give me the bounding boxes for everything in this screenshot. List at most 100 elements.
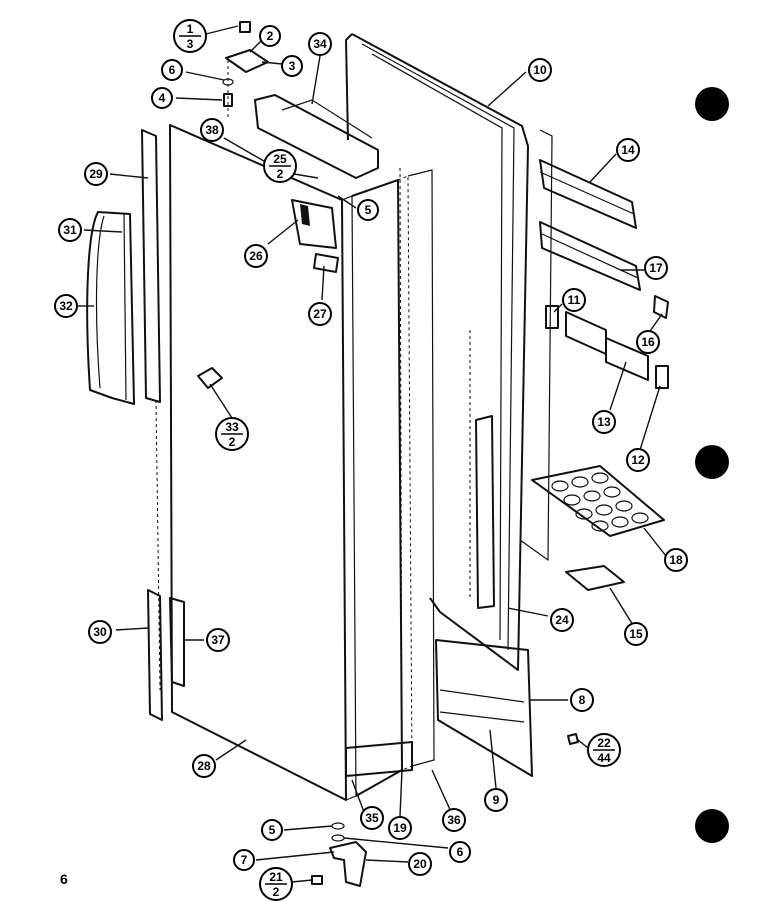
callout-19: 19 [388,816,412,840]
callout-14: 14 [616,138,640,162]
svg-text:32: 32 [59,299,73,313]
svg-text:1: 1 [187,22,194,36]
callout-5-bottom: 5 [261,819,283,841]
cabinet-frame [345,33,553,777]
binder-hole-top [695,87,729,121]
svg-text:36: 36 [447,813,461,827]
callout-29: 29 [84,162,108,186]
binder-hole-bottom [695,809,729,843]
svg-text:17: 17 [649,261,663,275]
callout-37: 37 [206,628,230,652]
callout-24: 24 [550,608,574,632]
svg-text:35: 35 [365,811,379,825]
callout-10: 10 [528,58,552,82]
svg-text:12: 12 [631,453,645,467]
svg-text:31: 31 [63,223,77,237]
svg-text:13: 13 [597,415,611,429]
svg-text:3: 3 [289,59,296,73]
egg-tray [531,465,665,537]
door-edge-pieces [86,129,185,721]
callout-30: 30 [88,620,112,644]
callout-38: 38 [200,118,224,142]
svg-text:15: 15 [629,627,643,641]
callout-3: 3 [281,55,303,77]
svg-text:2: 2 [229,435,236,449]
door-cam [291,199,339,273]
svg-text:33: 33 [225,420,239,434]
callout-32: 32 [54,294,78,318]
callout-16: 16 [636,330,660,354]
svg-text:29: 29 [89,167,103,181]
door-bottom-trim [345,741,413,777]
callout-4: 4 [151,87,173,109]
callout-8: 8 [570,688,594,712]
svg-text:37: 37 [211,633,225,647]
callout-11: 11 [562,288,586,312]
svg-text:5: 5 [365,203,372,217]
svg-text:9: 9 [493,793,500,807]
butter-dish [565,565,625,591]
callout-35: 35 [360,806,384,830]
svg-text:2: 2 [277,167,284,181]
svg-text:21: 21 [269,870,283,884]
svg-text:28: 28 [197,759,211,773]
callout-20: 20 [408,852,432,876]
callout-13: 13 [592,410,616,434]
door-handle [86,211,135,405]
svg-text:25: 25 [273,152,287,166]
svg-text:6: 6 [457,845,464,859]
brackets [545,295,669,389]
callout-5: 5 [357,199,379,221]
bottom-hinge [311,822,367,887]
callout-2: 2 [259,25,281,47]
callout-9: 9 [484,788,508,812]
svg-text:14: 14 [621,143,635,157]
leader-lines [78,25,667,883]
gasket-strip-37 [169,597,185,687]
svg-text:24: 24 [555,613,569,627]
callout-33-2: 332 [215,417,249,451]
plug-33 [197,367,223,389]
svg-text:8: 8 [579,693,586,707]
callout-6: 6 [161,59,183,81]
callout-6-bottom: 6 [449,841,471,863]
callout-34: 34 [308,32,332,56]
svg-text:30: 30 [93,625,107,639]
screw-22 [567,733,579,745]
svg-text:18: 18 [669,553,683,567]
svg-text:5: 5 [269,823,276,837]
page-number: 6 [60,871,68,887]
callout-17: 17 [644,256,668,280]
svg-text:2: 2 [267,29,274,43]
top-breaker-strip [254,94,379,179]
svg-text:11: 11 [568,293,581,307]
svg-text:38: 38 [205,123,219,137]
svg-text:16: 16 [641,335,655,349]
callout-1-3: 13 [173,19,207,53]
callout-15: 15 [624,622,648,646]
svg-text:26: 26 [249,249,263,263]
door-gasket-strip [351,179,403,797]
svg-text:2: 2 [273,885,280,899]
callout-25-2: 252 [263,149,297,183]
svg-text:44: 44 [597,751,611,765]
svg-text:20: 20 [413,857,427,871]
callout-21-2: 212 [259,867,293,901]
svg-text:6: 6 [169,63,176,77]
callout-27: 27 [308,302,332,326]
door-panel [169,124,347,801]
svg-text:22: 22 [597,736,611,750]
callout-28: 28 [192,754,216,778]
svg-text:7: 7 [241,853,248,867]
callout-18: 18 [664,548,688,572]
svg-text:4: 4 [159,91,166,105]
door-assembly [169,94,435,801]
svg-text:10: 10 [533,63,547,77]
svg-text:34: 34 [313,37,327,51]
binder-hole-middle [695,445,729,479]
callout-26: 26 [244,244,268,268]
svg-text:27: 27 [313,307,327,321]
callout-31: 31 [58,218,82,242]
